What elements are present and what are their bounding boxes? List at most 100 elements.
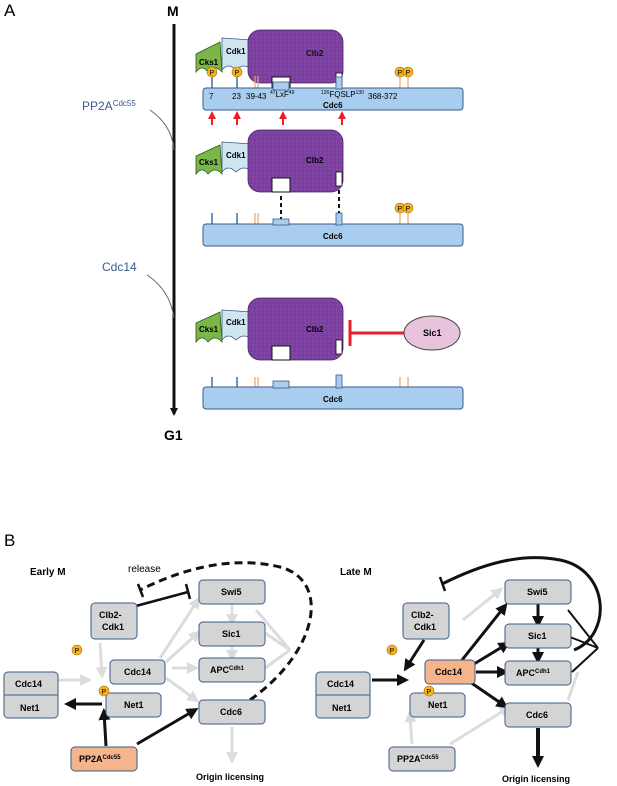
clb2-pocket-lp-2 [335,171,343,187]
late-inhibition-bar [438,576,447,592]
early-apc-label: APCCdh1 [210,665,245,675]
late-phospho-icon [386,644,398,656]
late-cdc6-label: Cdc6 [526,710,548,720]
lxf-motif-2 [272,218,290,226]
sic1-label: Sic1 [423,328,442,338]
phospho-368a: P [398,70,403,77]
release-bar [136,583,145,598]
early-grey-arrows [58,596,292,764]
site-39-43: 39-43 [246,92,267,101]
early-apc-node [198,657,266,683]
late-m-title: Late M [340,567,372,578]
cks1-shape [195,41,223,74]
late-swi5-label: Swi5 [527,587,548,597]
cdc6-bar-1 [202,87,464,111]
cdk-complex-3: Cks1 Cdk1 Clb2 [195,297,344,361]
early-sic1-node [198,621,266,647]
early-phospho-label: P [75,648,80,655]
late-cdc14-to-cdc6 [469,680,509,709]
sic1-ellipse [403,315,461,351]
late-net1-node [409,692,466,718]
early-net1-node [105,692,162,718]
cks1-label: Cks1 [199,58,219,67]
ticks-row3 [211,377,409,387]
pp2a-to-net1 [98,708,111,747]
late-net1-phospho-label: P [427,689,432,696]
pp2a-label: PP2ACdc55 [82,99,136,113]
early-origin-licensing: Origin licensing [196,772,264,782]
late-pp2a-node [388,746,456,772]
early-net1-phospho-label: P [102,689,107,696]
cdk1-label-2: Cdk1 [226,151,246,160]
red-arrows [208,111,346,125]
fqslp-motif-3 [335,374,343,389]
cks1-shape-2 [195,144,223,176]
late-apc-node [504,660,572,686]
cks1-label-3: Cks1 [199,325,219,334]
site-7: 7 [209,92,214,101]
phospho-row2-b: P [406,206,411,213]
late-grey-arrows [404,587,580,746]
late-solid-inhibition [441,556,602,652]
late-net1-phospho [423,685,435,697]
cdc14-connector [146,274,175,319]
phospho-row2-a: P [398,206,403,213]
early-net1-phospho [98,685,110,697]
lxf-motif-3 [272,380,290,389]
fqslp-motif-2 [335,212,343,226]
early-clb2-cdk1-node [90,602,138,640]
late-convergence [567,609,599,673]
phospho-23: P [235,70,240,77]
late-clb2-line2: Cdk1 [414,622,436,632]
late-m-network: Late M P Clb2- Cdk1 Swi5 Sic1 Cdc [315,556,602,784]
late-cdc14-node [424,659,476,685]
lxf-motif-1 [272,81,290,91]
clb2-label-2: Clb2 [306,156,324,165]
cks1-label-2: Cks1 [199,158,219,167]
early-cdc6-label: Cdc6 [220,707,242,717]
cdk1-label: Cdk1 [226,47,246,56]
timeline-end-label: G1 [164,427,183,443]
site-23: 23 [232,92,241,101]
early-clb2-line2: Cdk1 [102,622,124,632]
late-pp2a-label: PP2ACdc55 [397,754,439,764]
cdc6-bar-3 [202,386,464,410]
ticks-row2: P P [211,202,414,224]
late-complex-cdc14: Cdc14 [327,679,354,689]
pp2a-to-cdc6 [136,707,199,746]
cdc6-bar-2 [202,223,464,247]
late-swi5-node [504,579,572,605]
clb2-inhibits-swi5-bar [184,583,192,600]
fqslp-motif-1 [335,76,343,90]
late-complex-net1: Net1 [332,703,352,713]
late-clb2-to-net1 [403,639,426,672]
clb2-pocket-hp-3 [271,345,291,361]
early-pp2a-node [70,746,138,772]
clb2-label-3: Clb2 [306,325,324,334]
early-phospho-icon [71,644,83,656]
phospho-7: P [210,70,215,77]
clb2-pocket-lp-3 [335,339,343,355]
cks1-shape-3 [195,311,223,344]
early-cdc14-label: Cdc14 [124,667,151,677]
late-sic1-node [504,623,572,649]
site-lxf: 47LxF49 [270,90,295,99]
early-net1-label: Net1 [124,700,144,710]
clb2-shape [247,29,344,84]
cdc14-label: Cdc14 [102,260,137,274]
early-swi5-node [198,579,266,605]
late-net1-label: Net1 [428,700,448,710]
early-cdc6-node [198,699,266,725]
late-sic1-label: Sic1 [528,631,547,641]
site-368-372: 368-372 [368,92,398,101]
early-m-title: Early M [30,567,66,578]
phosphates-row1: P P P P [206,66,414,88]
early-swi5-label: Swi5 [221,587,242,597]
late-clb2-line1: Clb2- [411,610,434,620]
timeline-start-label: M [167,3,179,19]
late-clb2-cdk1-node [402,602,450,640]
early-complex-net1: Net1 [20,703,40,713]
release-label: release [128,564,161,575]
early-pp2a-label: PP2ACdc55 [79,754,121,764]
late-cdc14-to-swi5 [460,602,508,661]
